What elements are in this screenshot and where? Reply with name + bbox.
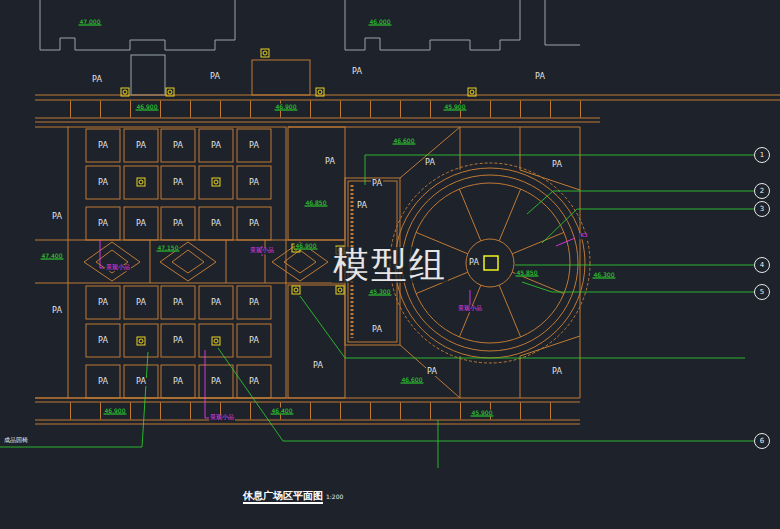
elevation-mark: 47.000: [79, 19, 102, 26]
paving-code: PA: [97, 179, 109, 187]
paving-code: PA: [356, 202, 368, 210]
paving-code: PA: [51, 213, 63, 221]
paving-code: PA: [97, 299, 109, 307]
paving-code: PA: [172, 337, 184, 345]
elevation-mark: 45.900: [471, 410, 494, 417]
paving-code: PA: [248, 378, 260, 386]
paving-code: PA: [97, 220, 109, 228]
elevation-mark: 46.300: [593, 272, 616, 279]
annotation-text: 景观小品: [457, 306, 483, 312]
callout-number: 5: [760, 289, 764, 296]
paving-code: PA: [172, 142, 184, 150]
paving-code: PA: [551, 161, 563, 169]
elevation-mark: 46.850: [305, 200, 328, 207]
elevation-mark: 46.600: [401, 377, 424, 384]
callout-circle: 4: [754, 257, 770, 273]
paving-code: PA: [210, 299, 222, 307]
elevation-mark: 46.900: [275, 104, 298, 111]
elevation-mark: 45.850: [516, 270, 539, 277]
elevation-mark: 46.400: [271, 408, 294, 415]
paving-code: PA: [371, 180, 383, 188]
callout-number: 6: [760, 438, 764, 445]
paving-code: PA: [209, 73, 221, 81]
paving-code: PA: [135, 142, 147, 150]
callout-circle: 1: [754, 147, 770, 163]
elevation-mark: 47.400: [41, 253, 64, 260]
paving-code: PA: [468, 259, 480, 267]
elevation-mark: 47.150: [157, 245, 180, 252]
paving-code: PA: [135, 299, 147, 307]
watermark: 模型组: [332, 247, 448, 283]
paving-code: PA: [172, 179, 184, 187]
paving-code: PA: [97, 337, 109, 345]
elevation-mark: 46.600: [393, 138, 416, 145]
elevation-mark: 45.300: [369, 289, 392, 296]
paving-code: PA: [534, 73, 546, 81]
paving-code: PA: [248, 179, 260, 187]
paving-code: PA: [210, 378, 222, 386]
paving-code: PA: [424, 159, 436, 167]
callout-number: 2: [760, 188, 764, 195]
drawing-title: 休息广场区平面图: [243, 490, 323, 504]
callout-circle: 3: [754, 201, 770, 217]
annotation-text: K3: [579, 233, 588, 239]
elevation-mark: 46.900: [136, 104, 159, 111]
paving-code: PA: [210, 220, 222, 228]
callout-circle: 2: [754, 183, 770, 199]
annotation-text: 景观小品: [105, 265, 131, 271]
paving-code: PA: [135, 220, 147, 228]
paving-code: PA: [248, 299, 260, 307]
paving-code: PA: [210, 142, 222, 150]
paving-code: PA: [172, 220, 184, 228]
paving-code: PA: [172, 299, 184, 307]
drawing-scale: 1:200: [325, 494, 344, 500]
paving-code: PA: [97, 142, 109, 150]
paving-code: PA: [312, 362, 324, 370]
paving-code: PA: [551, 368, 563, 376]
paving-code: PA: [324, 158, 336, 166]
paving-code: PA: [371, 326, 383, 334]
paving-code: PA: [51, 307, 63, 315]
paving-code: PA: [248, 220, 260, 228]
annotation-text: 成品园椅: [3, 437, 29, 443]
paving-code: PA: [426, 368, 438, 376]
annotation-text: 景观小品: [209, 415, 235, 421]
paving-code: PA: [91, 76, 103, 84]
elevation-mark: 46.900: [295, 243, 318, 250]
callout-circle: 6: [754, 433, 770, 449]
callout-number: 1: [760, 152, 764, 159]
annotation-text: 景观小品: [249, 248, 275, 254]
elevation-mark: 46.900: [104, 408, 127, 415]
paving-code: PA: [172, 378, 184, 386]
callout-number: 4: [760, 262, 764, 269]
elevation-mark: 45.900: [444, 104, 467, 111]
paving-code: PA: [351, 68, 363, 76]
paving-code: PA: [248, 142, 260, 150]
callout-number: 3: [760, 206, 764, 213]
paving-code: PA: [248, 337, 260, 345]
elevation-mark: 46.000: [369, 19, 392, 26]
paving-code: PA: [135, 378, 147, 386]
callout-circle: 5: [754, 284, 770, 300]
paving-code: PA: [97, 378, 109, 386]
